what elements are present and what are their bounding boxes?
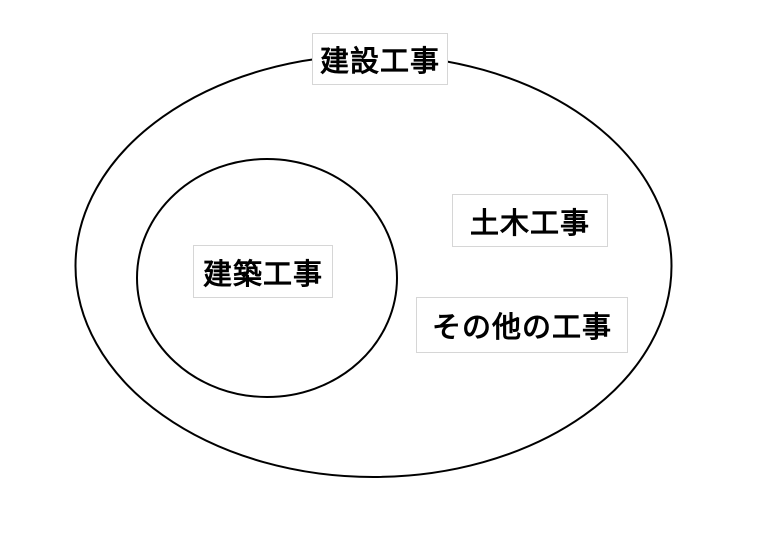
label-civil-engineering: 土木工事 (469, 207, 590, 240)
label-box-civil-engineering: 土木工事 (452, 194, 608, 247)
label-box-other-works: その他の工事 (416, 297, 628, 353)
label-box-construction: 建設工事 (312, 33, 448, 85)
outer-ellipse-construction (74, 54, 673, 478)
inner-circle-building (136, 158, 398, 398)
label-construction: 建設工事 (319, 46, 440, 78)
label-other-works: その他の工事 (431, 312, 612, 344)
label-box-building: 建築工事 (193, 245, 333, 298)
label-building: 建築工事 (202, 258, 323, 291)
